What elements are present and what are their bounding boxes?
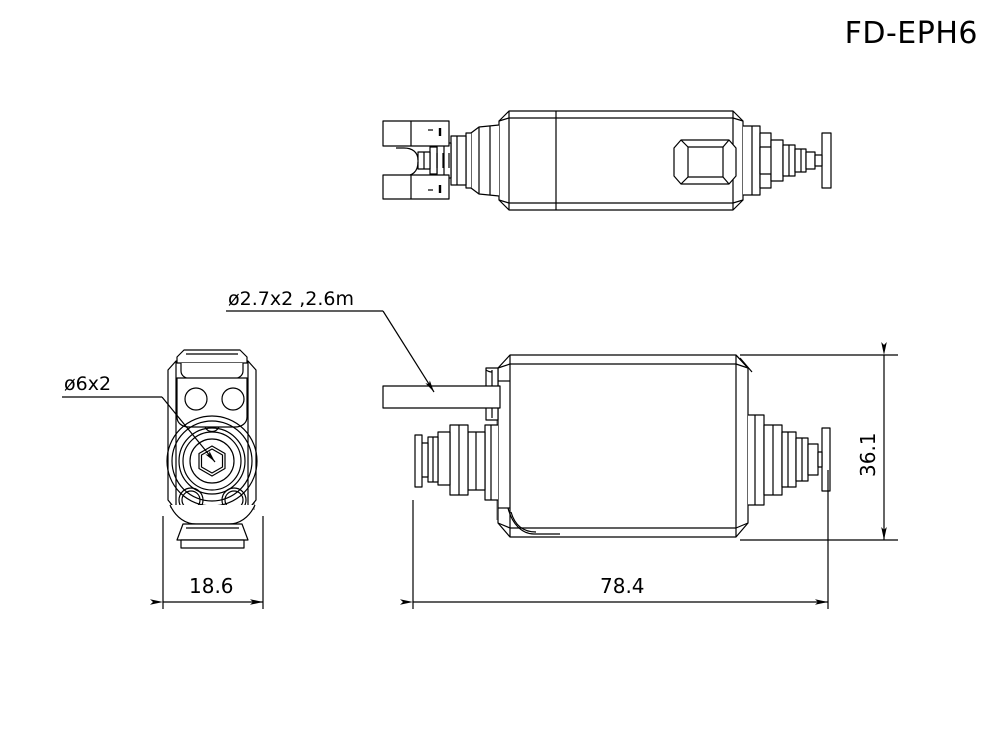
dimension-value-length: 78.4 — [600, 574, 645, 598]
top-view-geometry — [382, 110, 832, 211]
part-number-title: FD-EPH6 — [844, 16, 978, 51]
cable-callout-label: ø2.7x2 ,2.6m — [228, 288, 354, 310]
dimension-lines — [150, 342, 898, 609]
port-callout-leader — [161, 396, 216, 463]
end-view-geometry — [166, 349, 258, 549]
port-callout-label: ø6x2 — [64, 373, 112, 395]
cable-callout-leader — [382, 310, 435, 393]
dimension-value-width: 18.6 — [189, 574, 234, 598]
side-view-geometry — [382, 354, 831, 538]
leader-lines — [62, 310, 435, 463]
dimension-value-height: 36.1 — [856, 432, 880, 477]
